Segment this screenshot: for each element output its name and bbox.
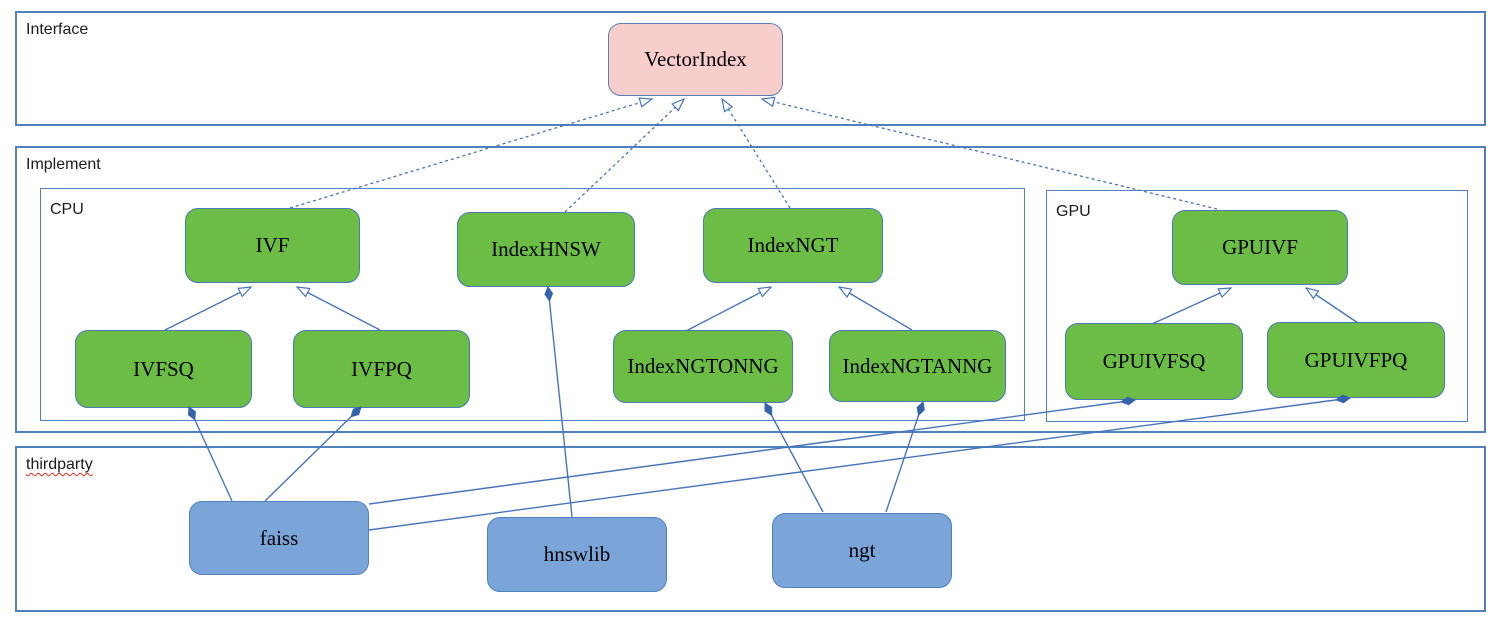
node-indexngtanng-label: IndexNGTANNG	[842, 353, 993, 378]
node-ivfpq-label: IVFPQ	[351, 356, 412, 381]
node-vectorindex[interactable]: VectorIndex	[608, 23, 783, 96]
node-ivf[interactable]: IVF	[185, 208, 360, 283]
node-indexngtanng[interactable]: IndexNGTANNG	[829, 330, 1006, 402]
node-hnswlib[interactable]: hnswlib	[487, 517, 667, 592]
node-faiss[interactable]: faiss	[189, 501, 369, 575]
node-gpuivfpq[interactable]: GPUIVFPQ	[1267, 322, 1445, 398]
node-ngt-label: ngt	[848, 538, 876, 562]
node-gpuivfsq-label: GPUIVFSQ	[1102, 349, 1206, 373]
node-ngt[interactable]: ngt	[772, 513, 952, 588]
node-ivf-label: IVF	[255, 233, 290, 257]
container-implement-label: Implement	[26, 156, 101, 173]
node-indexngtonng[interactable]: IndexNGTONNG	[613, 330, 793, 403]
node-ivfsq[interactable]: IVFSQ	[75, 330, 252, 408]
node-gpuivf[interactable]: GPUIVF	[1172, 210, 1348, 285]
container-cpu-label: CPU	[50, 201, 84, 218]
node-indexhnsw[interactable]: IndexHNSW	[457, 212, 635, 287]
node-gpuivf-label: GPUIVF	[1222, 235, 1298, 259]
node-gpuivfpq-label: GPUIVFPQ	[1304, 347, 1408, 372]
node-ivfsq-label: IVFSQ	[133, 356, 194, 381]
node-indexngt-label: IndexNGT	[747, 233, 839, 257]
node-vectorindex-label: VectorIndex	[644, 47, 747, 71]
node-faiss-label: faiss	[259, 525, 299, 550]
container-gpu-label: GPU	[1056, 203, 1091, 220]
container-interface-label: Interface	[26, 21, 89, 38]
container-thirdparty-label: thirdparty	[26, 456, 93, 473]
node-gpuivfsq[interactable]: GPUIVFSQ	[1065, 323, 1243, 400]
node-indexngt[interactable]: IndexNGT	[703, 208, 883, 283]
node-indexngtonng-label: IndexNGTONNG	[627, 354, 779, 378]
node-indexhnsw-label: IndexHNSW	[491, 237, 601, 261]
node-hnswlib-label: hnswlib	[543, 542, 611, 566]
node-ivfpq[interactable]: IVFPQ	[293, 330, 470, 408]
